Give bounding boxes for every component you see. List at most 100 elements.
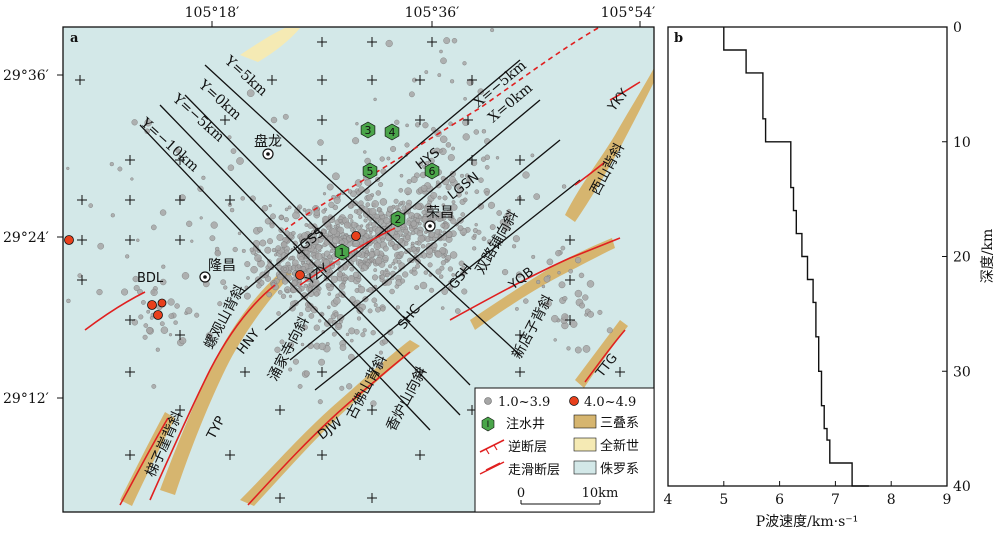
- grid-plus-marker: [415, 450, 425, 460]
- small-earthquake: [315, 244, 322, 251]
- small-earthquake: [327, 292, 332, 296]
- small-earthquake: [347, 203, 354, 209]
- small-earthquake: [410, 220, 417, 227]
- small-earthquake: [367, 308, 373, 314]
- velocity-model-line: [723, 27, 869, 487]
- small-earthquake: [432, 247, 437, 252]
- small-earthquake: [300, 342, 305, 347]
- small-earthquake: [343, 276, 348, 282]
- grid-plus-marker: [240, 367, 250, 377]
- small-earthquake: [477, 88, 484, 95]
- y-tick-label: 0: [953, 20, 962, 36]
- small-earthquake: [240, 196, 245, 201]
- small-earthquake: [246, 276, 250, 280]
- small-earthquake: [283, 266, 287, 271]
- small-earthquake: [414, 285, 420, 290]
- small-earthquake: [314, 259, 321, 266]
- small-earthquake: [418, 215, 423, 220]
- small-earthquake: [353, 209, 359, 214]
- small-earthquake: [391, 261, 396, 266]
- small-earthquake: [441, 288, 448, 295]
- small-earthquake: [345, 332, 350, 337]
- small-earthquake: [551, 315, 559, 323]
- legend-strike-slip: 走滑断层: [508, 463, 560, 478]
- small-earthquake: [349, 266, 355, 272]
- small-earthquake: [371, 297, 378, 304]
- grid-plus-marker: [317, 75, 327, 85]
- lon-tick-2: 105°36′: [405, 5, 460, 21]
- small-earthquake: [338, 283, 346, 290]
- small-earthquake: [558, 281, 566, 289]
- small-earthquake: [317, 139, 324, 146]
- small-earthquake: [455, 183, 462, 190]
- small-earthquake: [333, 312, 339, 317]
- small-earthquake: [283, 217, 289, 223]
- small-earthquake: [350, 219, 354, 223]
- small-earthquake: [561, 184, 567, 189]
- small-earthquake: [411, 215, 415, 219]
- small-earthquake: [515, 271, 523, 278]
- small-earthquake: [326, 183, 334, 191]
- small-earthquake: [227, 135, 232, 140]
- small-earthquake: [439, 149, 443, 153]
- grid-plus-marker: [275, 405, 285, 415]
- small-earthquake: [484, 164, 490, 170]
- small-earthquake: [530, 153, 535, 158]
- small-earthquake: [364, 17, 368, 21]
- small-earthquake: [442, 195, 448, 201]
- small-earthquake: [375, 306, 381, 313]
- small-earthquake: [205, 332, 213, 340]
- small-earthquake: [457, 225, 464, 232]
- small-earthquake: [472, 246, 477, 251]
- small-earthquake: [476, 229, 482, 235]
- small-earthquake: [448, 176, 456, 183]
- small-earthquake: [214, 246, 220, 252]
- small-earthquake: [351, 221, 358, 229]
- small-earthquake: [484, 154, 490, 161]
- grid-plus-marker: [427, 37, 437, 47]
- small-earthquake: [443, 242, 447, 247]
- small-earthquake: [474, 222, 478, 227]
- small-earthquake: [277, 289, 283, 295]
- small-earthquake: [553, 338, 557, 342]
- small-earthquake: [502, 269, 509, 276]
- injection-well-2: [390, 210, 406, 228]
- small-earthquake: [557, 271, 561, 275]
- small-earthquake: [167, 298, 175, 306]
- grid-plus-marker: [565, 315, 575, 325]
- grid-plus-marker: [515, 195, 525, 205]
- small-earthquake: [424, 70, 429, 75]
- small-earthquake: [275, 245, 282, 252]
- small-earthquake: [288, 342, 294, 348]
- small-earthquake: [140, 299, 146, 305]
- small-earthquake: [435, 180, 440, 185]
- grid-plus-marker: [415, 367, 425, 377]
- small-earthquake: [454, 308, 461, 314]
- grid-plus-marker: [125, 155, 135, 165]
- holocene-swatch: [573, 437, 597, 452]
- y-tick-label: 20: [953, 250, 971, 266]
- small-earthquake: [445, 231, 453, 238]
- grid-plus-marker: [515, 330, 525, 340]
- small-earthquake: [146, 309, 151, 314]
- well-number: 4: [389, 126, 396, 139]
- small-earthquake: [399, 201, 403, 205]
- small-earthquake: [230, 148, 237, 154]
- small-earthquake: [456, 191, 462, 198]
- small-earthquake: [439, 49, 443, 54]
- small-earthquake: [117, 166, 123, 172]
- grid-plus-marker: [415, 75, 425, 85]
- small-earthquake: [333, 297, 341, 305]
- small-earthquake: [289, 305, 296, 312]
- small-earthquake: [220, 279, 227, 286]
- small-earthquake: [406, 179, 412, 185]
- small-earthquake: [404, 187, 412, 195]
- small-earthquake: [382, 245, 389, 252]
- small-earthquake: [326, 271, 333, 278]
- small-earthquake: [88, 203, 93, 208]
- small-earthquake: [302, 208, 307, 212]
- small-earthquake: [280, 293, 287, 299]
- small-earthquake: [364, 179, 372, 186]
- small-earthquake: [447, 266, 454, 272]
